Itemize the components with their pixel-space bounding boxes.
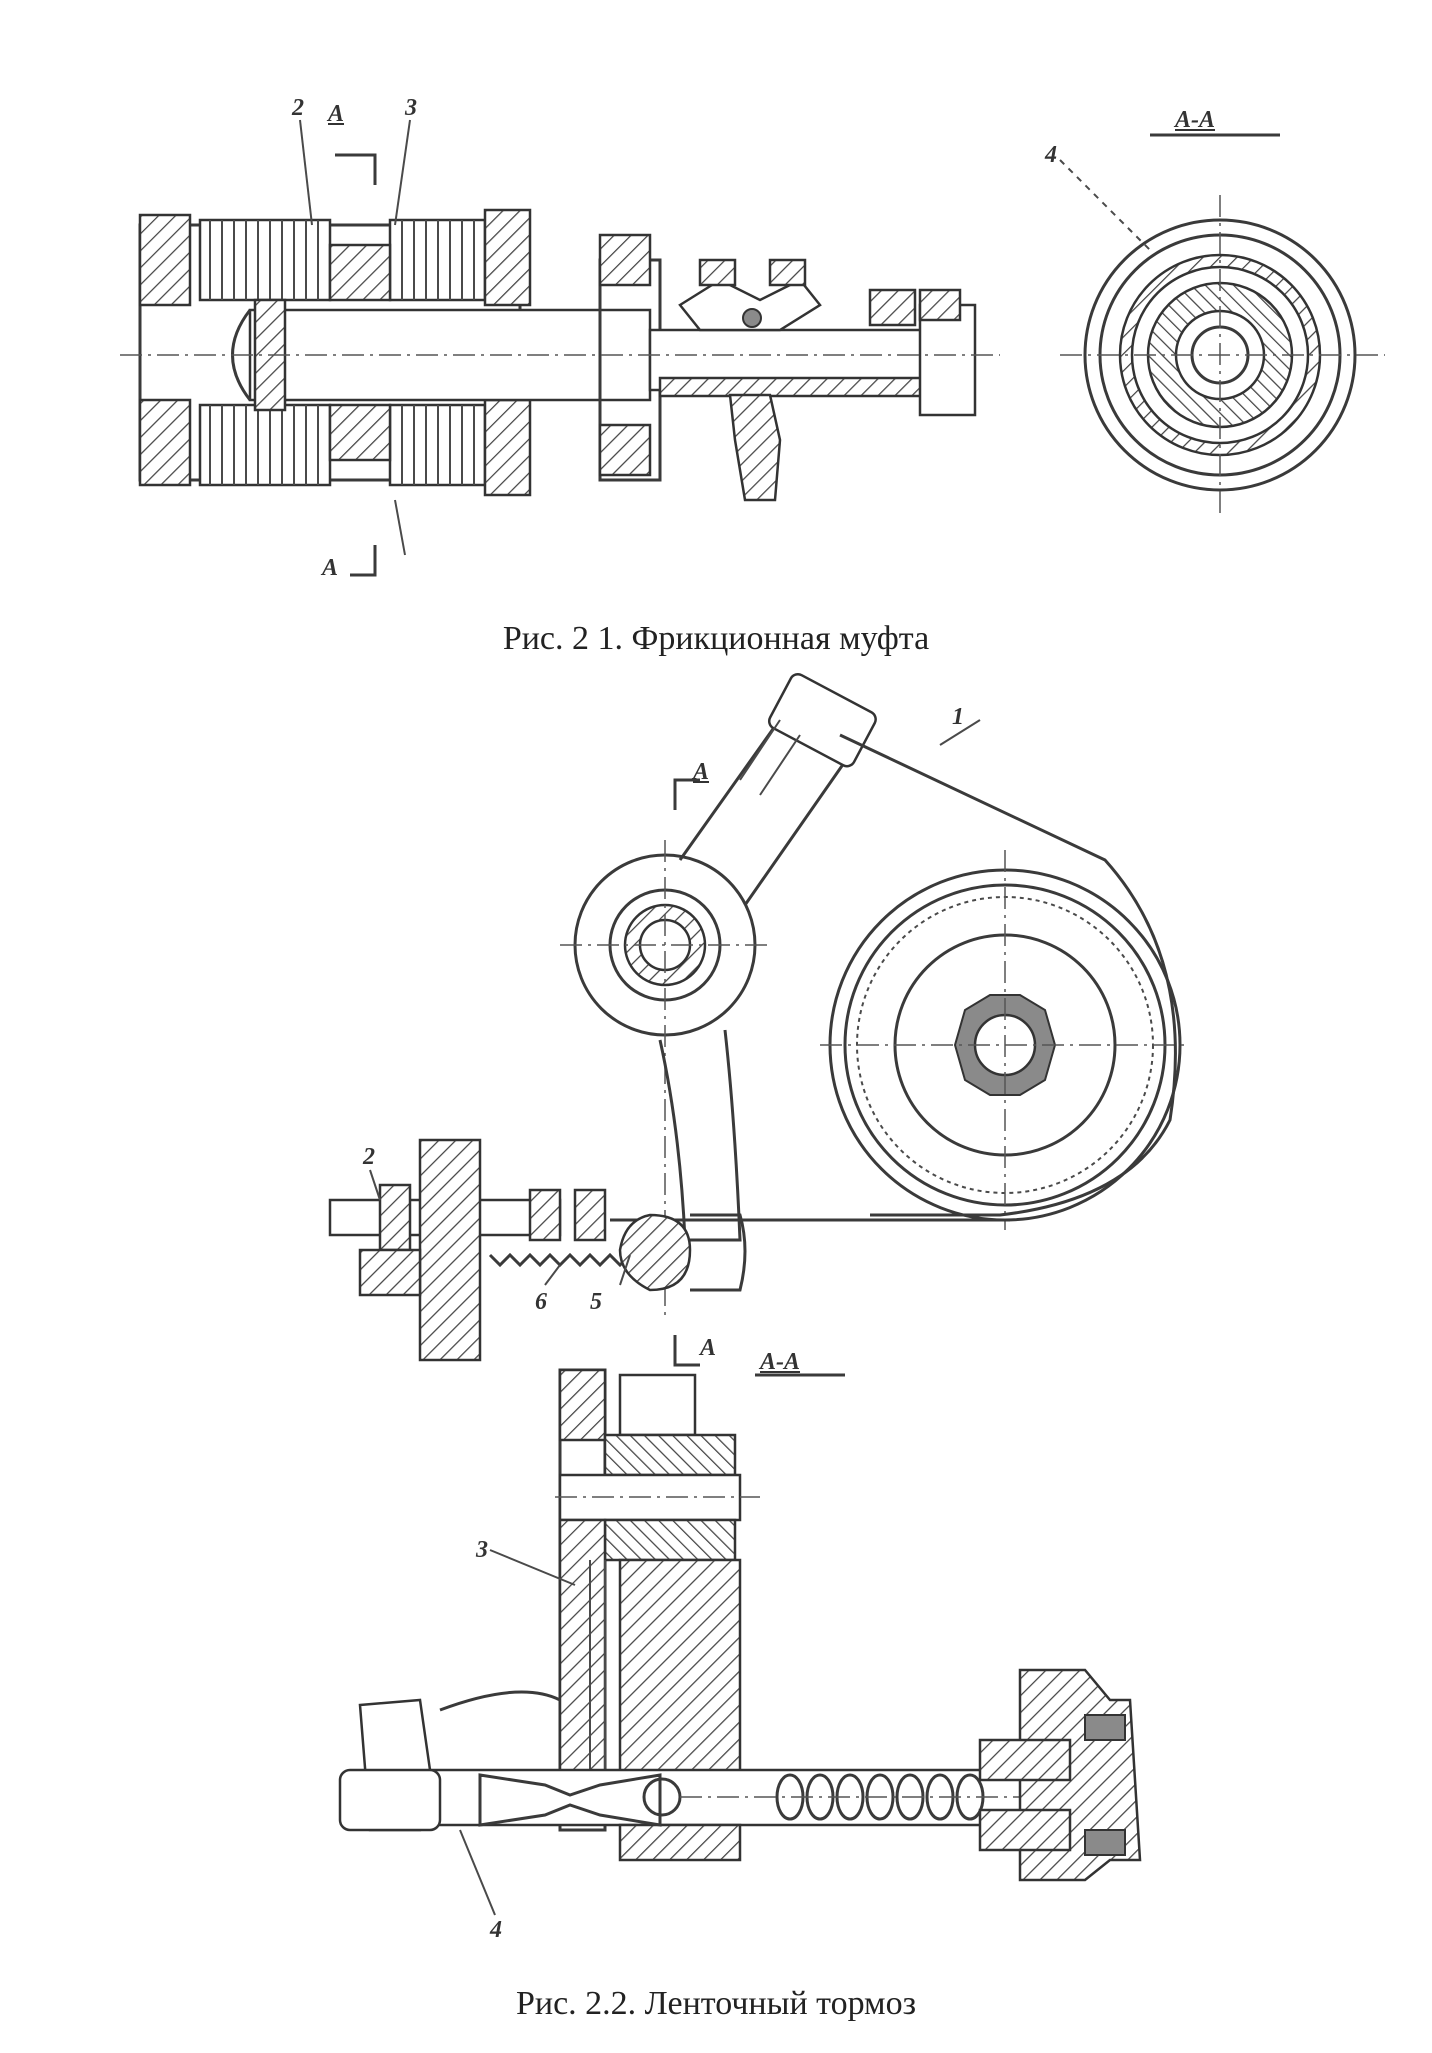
label-part-3: 3 <box>405 95 417 121</box>
figure-1-caption: Рис. 2 1. Фрикционная муфта <box>502 620 930 657</box>
clutch-section-aa <box>1059 133 1385 515</box>
label-brake-section-a-bottom: А <box>700 1335 717 1361</box>
label-brake-part-5: 5 <box>590 1289 602 1315</box>
label-brake-part-6: 6 <box>535 1289 547 1315</box>
label-section-a-top: А <box>328 101 345 127</box>
label-brake-section-aa: А-А <box>760 1349 801 1375</box>
figure-2-caption: Рис. 2.2. Ленточный тормоз <box>515 1985 916 2022</box>
band-brake-drawing <box>328 673 1190 1367</box>
spring <box>488 1252 632 1268</box>
label-brake-part-1: 1 <box>952 704 964 730</box>
label-part-2: 2 <box>292 95 304 121</box>
friction-disc-pack-left <box>198 218 332 487</box>
label-section-a-bottom: А <box>322 555 339 581</box>
label-part-4: 4 <box>1045 142 1057 168</box>
label-brake-part-4: 4 <box>490 1917 502 1943</box>
frame-wall <box>418 1138 482 1362</box>
label-brake-part-3: 3 <box>476 1537 488 1563</box>
friction-clutch-drawing <box>120 119 1385 577</box>
brake-band <box>839 733 1177 1217</box>
brake-section-aa <box>338 1368 1142 1916</box>
label-brake-part-2: 2 <box>363 1144 375 1170</box>
label-section-aa: А-А <box>1175 107 1216 133</box>
label-brake-section-a-top: А <box>693 759 710 785</box>
